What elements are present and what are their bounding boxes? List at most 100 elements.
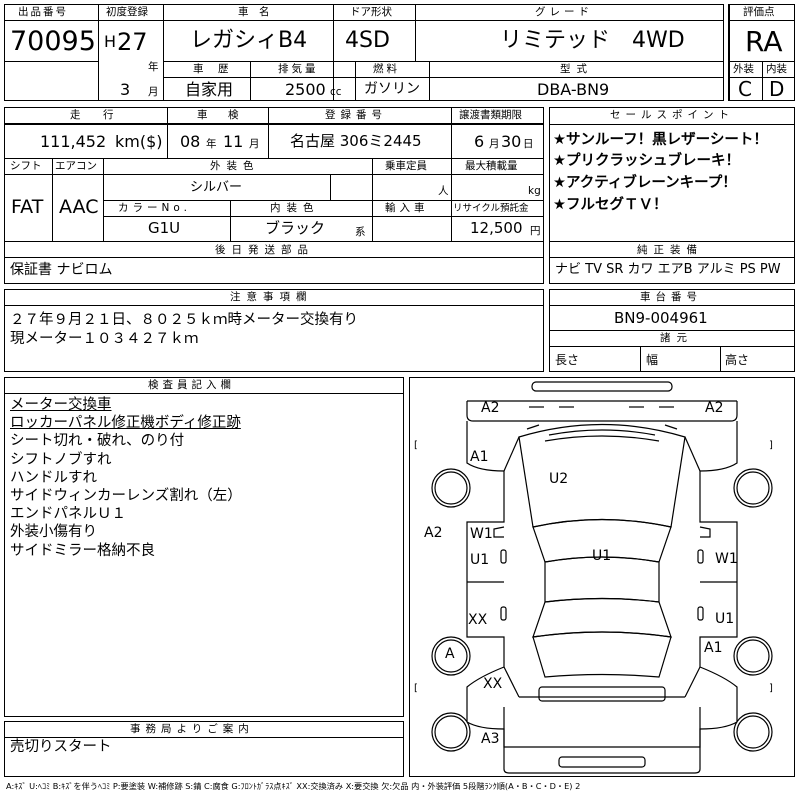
later-parts-section [4, 242, 544, 284]
inspector-section [4, 377, 404, 717]
inspector-line-9: サイドミラー格納不良 [10, 542, 155, 559]
damage-mark-xx-bottom: XX [483, 676, 503, 692]
damage-mark-a2-left: A2 [424, 525, 443, 541]
inspector-line-5: ハンドルすれ [10, 469, 97, 486]
inspection-label: 車 検 [197, 109, 244, 121]
office-section [4, 721, 404, 777]
plate-label: 登録番号 [325, 109, 387, 121]
plate-number: 名古屋 306ミ2445 [290, 132, 422, 150]
chassis-number: BN9-004961 [614, 309, 708, 327]
history-label: 車 歴 [193, 63, 231, 75]
sales-point-2: ★プリクラッシュブレーキ！ [553, 153, 740, 169]
damage-mark-u1-center: U1 [592, 548, 612, 564]
sales-point-1: ★サンルーフ！黒レザーシート！ [553, 132, 768, 148]
shift: FAT [11, 196, 44, 218]
displacement-unit: cc [330, 86, 342, 98]
transfer-deadline-label: 譲渡書類期限 [459, 109, 522, 121]
lot-number-label: 出品番号 [18, 6, 68, 18]
shift-label: シフト [10, 160, 42, 172]
grade: リミテッド 4WD [500, 28, 685, 53]
color-no: G1U [148, 219, 181, 237]
height-label: 高さ [725, 353, 750, 367]
max-load-unit: kg [528, 185, 541, 197]
glass-bracket-right-1: ] [769, 440, 773, 451]
mileage-unit: km($) [115, 132, 163, 151]
damage-mark-a2-top-left: A2 [481, 400, 500, 416]
transfer-day: 30 [501, 132, 522, 151]
interior-label: 内装 [766, 63, 787, 75]
inspector-line-2: ロッカーパネル修正機ボディ修正跡 [10, 415, 241, 432]
displacement-label: 排気量 [278, 63, 319, 75]
fuel: ガソリン [364, 81, 420, 97]
car-diagram [431, 381, 773, 774]
inspector-label: 検査員記入欄 [148, 379, 235, 391]
displacement: 2500 [285, 80, 326, 99]
era-letter: H [104, 32, 117, 51]
transfer-month-unit: 月 [489, 138, 500, 150]
sales-point-section [549, 107, 795, 242]
interior-grade: D [769, 77, 785, 101]
capacity-label: 乗車定員 [385, 160, 427, 172]
equipment-section [549, 242, 795, 284]
inspector-notes: メーター交換車 ロッカーパネル修正機ボディ修正跡 シート切れ・破れ、のり付 シフ… [10, 396, 242, 560]
door-label: ドア形状 [350, 6, 392, 18]
model-code: DBA-BN9 [537, 80, 610, 99]
dims-label: 諸元 [660, 332, 693, 344]
inspector-line-7: エンドパネルＵ１ [10, 506, 126, 523]
capacity-unit: 人 [438, 185, 449, 197]
car-name: レガシィB4 [190, 28, 308, 53]
chassis-label: 車台番号 [640, 291, 702, 303]
damage-mark-a1-left: A1 [470, 449, 489, 465]
model-label: 型式 [560, 63, 593, 75]
damage-mark-a3: A3 [481, 731, 500, 747]
import-label: 輸入車 [385, 202, 429, 214]
damage-mark-xx-left: XX [468, 612, 488, 628]
exterior-color-label: 外装色 [210, 160, 260, 172]
damage-mark-w1-left: W1 [470, 526, 493, 542]
inspector-line-6: サイドウィンカーレンズ割れ（左） [10, 488, 242, 505]
ac-label: エアコン [55, 160, 97, 172]
glass-bracket-left-1: [ [414, 440, 418, 451]
inspector-line-8: 外装小傷有り [10, 524, 97, 541]
grade-label: グレード [535, 6, 593, 18]
glass-bracket-left-2: [ [414, 683, 418, 694]
notes-label: 注意事項欄 [230, 291, 313, 303]
interior-color: ブラック [265, 219, 326, 237]
mileage: 111,452 [40, 132, 107, 151]
sales-point-3: ★アクティブレーンキープ！ [553, 175, 737, 191]
score: RA [745, 25, 783, 58]
interior-color-label: 内装色 [270, 202, 320, 214]
notes-line-2: 現メーター１０３４２７ｋｍ [10, 331, 199, 347]
exterior-label: 外装 [733, 63, 754, 75]
damage-mark-a-left: A [445, 646, 455, 662]
color-no-label: カラーNo. [118, 202, 191, 214]
car-diagram-frame [409, 377, 795, 777]
year-unit: 年 [148, 61, 159, 73]
later-parts-label: 後日発送部品 [215, 244, 314, 256]
sales-point-label: セールスポイント [610, 109, 734, 121]
notes-line-1: ２７年９月２１日、８０２５ｋｍ時メーター交換有り [10, 312, 358, 328]
recycle-fee: 12,500 [470, 219, 523, 237]
notes-section [4, 289, 544, 372]
interior-color-unit: 系 [355, 226, 366, 238]
damage-mark-a1-right: A1 [704, 640, 723, 656]
equipment-label: 純正装備 [637, 244, 703, 256]
damage-mark-a2-top-right: A2 [705, 400, 724, 416]
damage-mark-u1-left: U1 [470, 552, 490, 568]
registration-year: 27 [117, 28, 148, 56]
damage-mark-u1-right: U1 [715, 611, 735, 627]
damage-mark-u2: U2 [549, 471, 569, 487]
length-label: 長さ [555, 353, 580, 367]
office-value: 売切りスタート [10, 739, 112, 755]
max-load-label: 最大積載量 [465, 160, 518, 172]
recycle-label: リサイクル預託金 [453, 203, 529, 214]
fuel-label: 燃料 [373, 63, 400, 75]
mileage-label: 走 行 [70, 109, 120, 121]
top-info-box [4, 4, 795, 101]
width-label: 幅 [646, 353, 659, 367]
first-registration-label: 初度登録 [106, 6, 148, 18]
score-label: 評価点 [743, 6, 775, 18]
transfer-day-unit: 日 [523, 138, 534, 150]
damage-mark-w1-right: W1 [715, 551, 738, 567]
recycle-unit: 円 [530, 225, 541, 237]
